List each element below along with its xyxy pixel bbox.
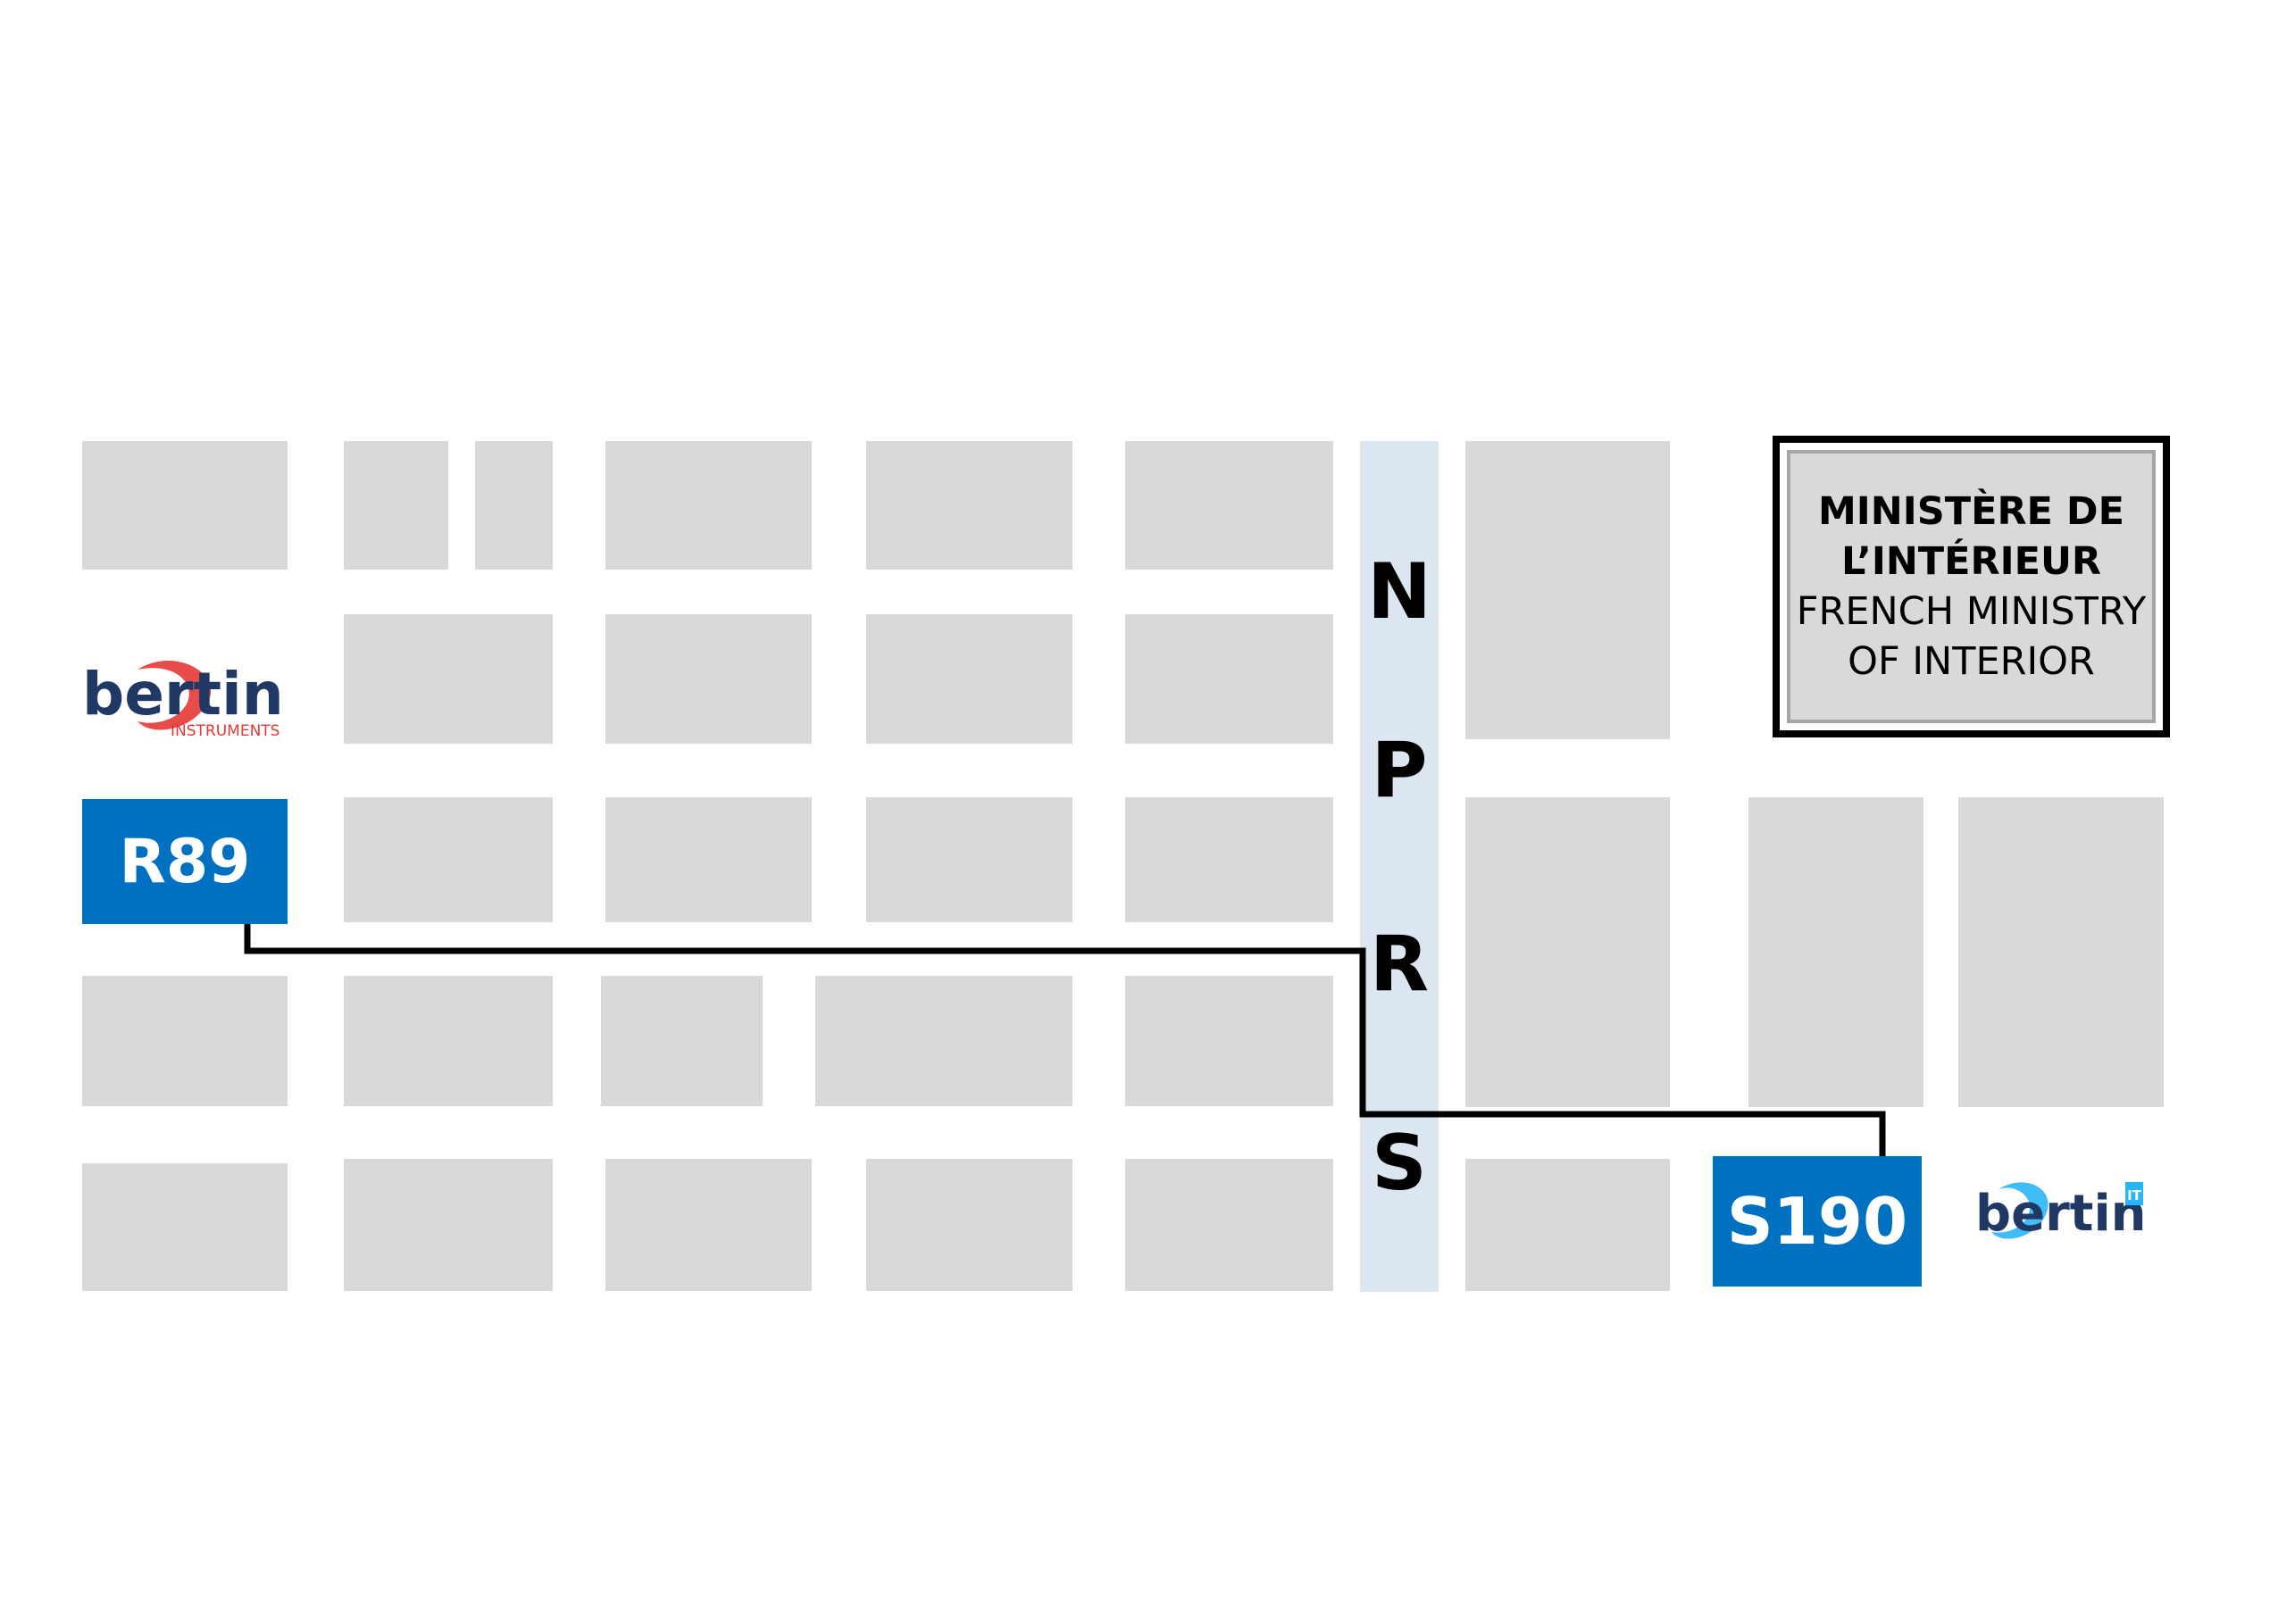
hall-block	[1125, 614, 1333, 744]
bertin-instruments-logo: bertin INSTRUMENTS	[82, 660, 284, 740]
logo-tagline: INSTRUMENTS	[171, 722, 280, 740]
hall-block	[344, 441, 448, 570]
hall-block	[601, 976, 763, 1106]
logo-badge: IT	[2127, 1187, 2142, 1203]
hall-block	[605, 614, 812, 744]
hall-block	[1465, 441, 1670, 739]
stand-s190[interactable]: S190	[1713, 1156, 1922, 1287]
hall-block	[1465, 1159, 1670, 1291]
hall-block	[82, 441, 288, 570]
hall-block	[344, 1159, 553, 1291]
hall-block	[344, 976, 553, 1106]
ministry-name-en-line2: OF INTERIOR	[1848, 639, 2095, 684]
hall-block	[866, 441, 1072, 570]
bertin-it-logo: bertin IT	[1975, 1182, 2147, 1243]
hall-block	[1748, 797, 1923, 1107]
aisle-label-p: P	[1371, 726, 1428, 815]
hall-block	[1958, 797, 2164, 1107]
hall-block	[1125, 797, 1333, 922]
hall-block	[1125, 976, 1333, 1106]
hall-block	[605, 1159, 812, 1291]
hall-block	[344, 614, 553, 744]
aisle-label-r: R	[1369, 920, 1430, 1009]
ministry-name-en-line1: FRENCH MINISTRY	[1796, 589, 2147, 634]
stand-r89[interactable]: R89	[82, 799, 288, 924]
hall-block	[866, 614, 1072, 744]
hall-block	[344, 797, 553, 922]
hall-block	[82, 1163, 288, 1291]
hall-block	[605, 441, 812, 570]
aisle-label-s: S	[1372, 1119, 1427, 1208]
hall-block	[605, 797, 812, 922]
ministry-label: MINISTÈRE DE L’INTÉRIEUR FRENCH MINISTRY…	[1787, 450, 2156, 723]
hall-block	[815, 976, 1072, 1106]
hall-block	[1125, 1159, 1333, 1291]
hall-block	[866, 797, 1072, 922]
ministry-name-fr-line2: L’INTÉRIEUR	[1840, 539, 2102, 584]
logo-wordmark: bertin	[82, 660, 284, 729]
hall-block	[1125, 441, 1333, 570]
ministry-of-interior-box: MINISTÈRE DE L’INTÉRIEUR FRENCH MINISTRY…	[1773, 436, 2170, 737]
hall-block	[475, 441, 553, 570]
logo-wordmark: bertin	[1975, 1185, 2147, 1243]
hall-block	[866, 1159, 1072, 1291]
hall-block	[1465, 797, 1670, 1107]
hall-block	[82, 976, 288, 1106]
ministry-name-fr-line1: MINISTÈRE DE	[1818, 489, 2124, 534]
aisle-label-n: N	[1367, 547, 1431, 637]
